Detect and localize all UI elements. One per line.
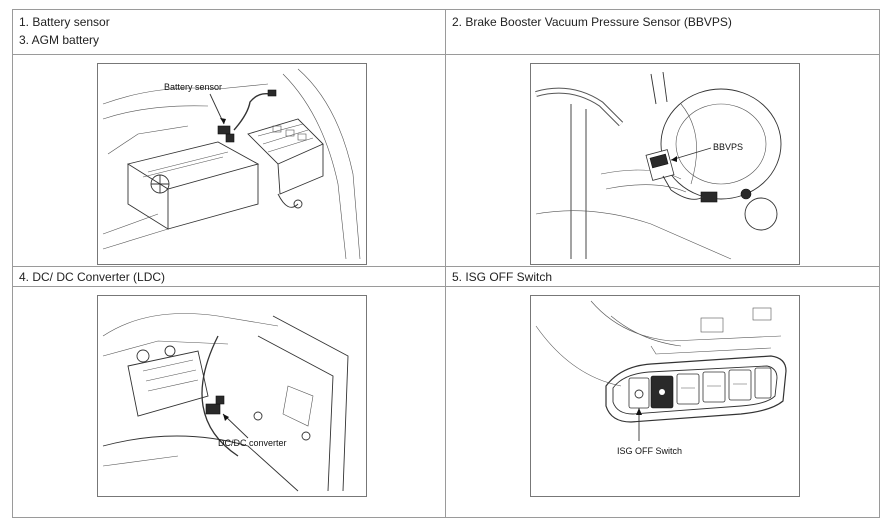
label-isg-off-switch: 5. ISG OFF Switch	[452, 270, 553, 284]
header-cell-ldc: 4. DC/ DC Converter (LDC)	[12, 266, 446, 287]
image-cell-bbvps: BBVPS	[445, 54, 880, 267]
battery-sensor-diagram: Battery sensor	[97, 63, 367, 265]
bbvps-diagram: BBVPS	[530, 63, 800, 265]
isg-off-switch-callout: ISG OFF Switch	[617, 446, 682, 456]
label-battery-sensor: 1. Battery sensor	[19, 15, 110, 29]
image-cell-isg: ISG OFF Switch	[445, 286, 880, 518]
component-table: 1. Battery sensor 3. AGM battery 2. Brak…	[12, 9, 880, 518]
isg-off-switch-diagram: ISG OFF Switch	[530, 295, 800, 497]
label-bbvps: 2. Brake Booster Vacuum Pressure Sensor …	[452, 15, 732, 29]
bbvps-callout: BBVPS	[713, 142, 743, 152]
ldc-diagram: DC/DC converter	[97, 295, 367, 497]
header-cell-battery: 1. Battery sensor 3. AGM battery	[12, 9, 446, 55]
header-cell-bbvps: 2. Brake Booster Vacuum Pressure Sensor …	[445, 9, 880, 55]
image-cell-battery: Battery sensor	[12, 54, 446, 267]
image-cell-ldc: DC/DC converter	[12, 286, 446, 518]
dc-dc-converter-callout: DC/DC converter	[218, 438, 287, 448]
header-cell-isg: 5. ISG OFF Switch	[445, 266, 880, 287]
label-agm-battery: 3. AGM battery	[19, 33, 100, 47]
battery-sensor-callout: Battery sensor	[164, 82, 222, 92]
label-dc-dc-converter: 4. DC/ DC Converter (LDC)	[19, 270, 166, 284]
